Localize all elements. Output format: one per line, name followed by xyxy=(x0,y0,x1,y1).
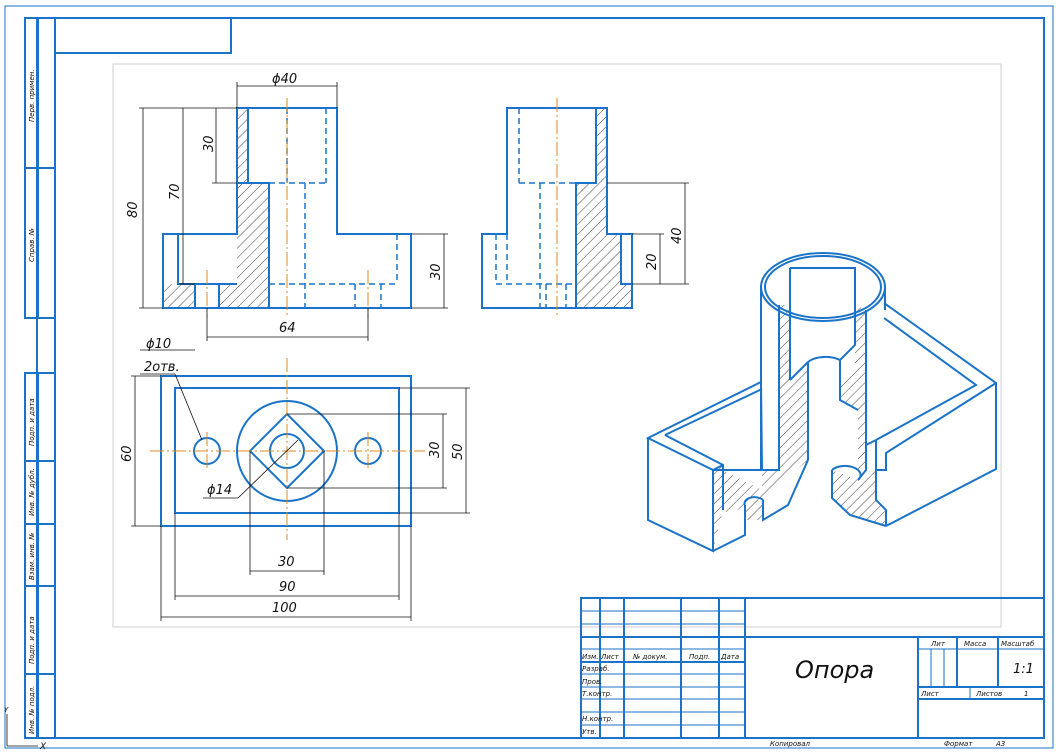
dim-30t: 30 xyxy=(428,441,443,458)
tb-podp: Подп. xyxy=(689,653,710,661)
tb-kopiroval: Копировал xyxy=(770,740,811,748)
dim-50: 50 xyxy=(451,443,466,460)
tb-format-val: А3 xyxy=(995,740,1005,748)
view-area xyxy=(112,63,1002,628)
left-strip-bottom: Подп. и дата Инв. № дубл. Взам. инв. № П… xyxy=(24,372,56,739)
dim-40s: 40 xyxy=(670,227,685,244)
tb-format: Формат xyxy=(944,740,973,748)
tb-ndok: № докум. xyxy=(632,653,668,661)
top-dimensions: ϕ10 2отв. ϕ14 60 30 50 30 90 100 xyxy=(120,337,470,621)
dim-64: 64 xyxy=(279,321,296,336)
axis-x-label: X xyxy=(39,742,47,752)
isometric-view xyxy=(645,252,997,553)
vzam-label: Взам. инв. № xyxy=(28,532,36,580)
dim-100: 100 xyxy=(272,601,297,616)
sprav-label: Справ. № xyxy=(28,228,36,262)
top-view xyxy=(150,358,425,540)
tb-masshtab: Масштаб xyxy=(1001,640,1035,648)
tb-razrab: Разраб. xyxy=(582,665,610,673)
dim-d40: ϕ40 xyxy=(272,72,297,87)
dim-80: 80 xyxy=(126,201,141,218)
dim-90: 90 xyxy=(279,580,296,595)
top-left-stamp xyxy=(54,17,232,54)
tb-listov-val: 1 xyxy=(1024,690,1028,698)
tb-lit: Лит xyxy=(930,640,946,648)
tb-scale: 1:1 xyxy=(1013,662,1034,677)
tb-title: Опора xyxy=(795,656,874,684)
dim-holes: 2отв. xyxy=(144,360,180,375)
perv-label: Перв. примен. xyxy=(28,69,36,122)
tb-utv: Утв. xyxy=(582,728,597,736)
dim-20: 20 xyxy=(645,253,660,270)
title-block: Изм. Лист № докум. Подп. Дата Разраб. Пр… xyxy=(580,597,1045,748)
tb-prov: Пров. xyxy=(582,678,602,686)
axis-y-label: Y xyxy=(4,706,9,714)
tb-izm: Изм. xyxy=(582,653,598,661)
front-view xyxy=(162,98,412,318)
tb-data: Дата xyxy=(720,653,739,661)
dim-70: 70 xyxy=(168,183,183,200)
axes-marker: Y X xyxy=(4,706,47,752)
dim-d14: ϕ14 xyxy=(207,483,232,498)
tb-nkontr: Н.контр. xyxy=(582,715,613,723)
podp1-label: Подп. и дата xyxy=(28,398,36,446)
tb-tkontr: Т.контр. xyxy=(582,690,612,698)
side-dimensions: 40 20 xyxy=(607,182,689,285)
tb-listov: Листов xyxy=(975,690,1002,698)
dim-30b: 30 xyxy=(278,555,295,570)
outer-frame xyxy=(4,5,1054,749)
dim-30h: 30 xyxy=(429,263,444,280)
dim-d10: ϕ10 xyxy=(146,337,171,352)
dim-30v: 30 xyxy=(202,135,217,152)
dim-60: 60 xyxy=(120,445,135,462)
inv2-label: Инв. № подл. xyxy=(28,686,36,734)
inv1-label: Инв. № дубл. xyxy=(28,468,36,516)
side-view xyxy=(481,98,633,318)
tb-massa: Масса xyxy=(964,640,986,648)
podp2-label: Подп. и дата xyxy=(28,616,36,664)
tb-list: Лист xyxy=(600,653,620,661)
tb-list2: Лист xyxy=(920,690,940,698)
drawing-frame xyxy=(36,17,1045,739)
left-strip-top: Перв. примен. Справ. № xyxy=(24,17,56,319)
front-dimensions: ϕ40 30 70 80 30 64 xyxy=(126,72,448,341)
